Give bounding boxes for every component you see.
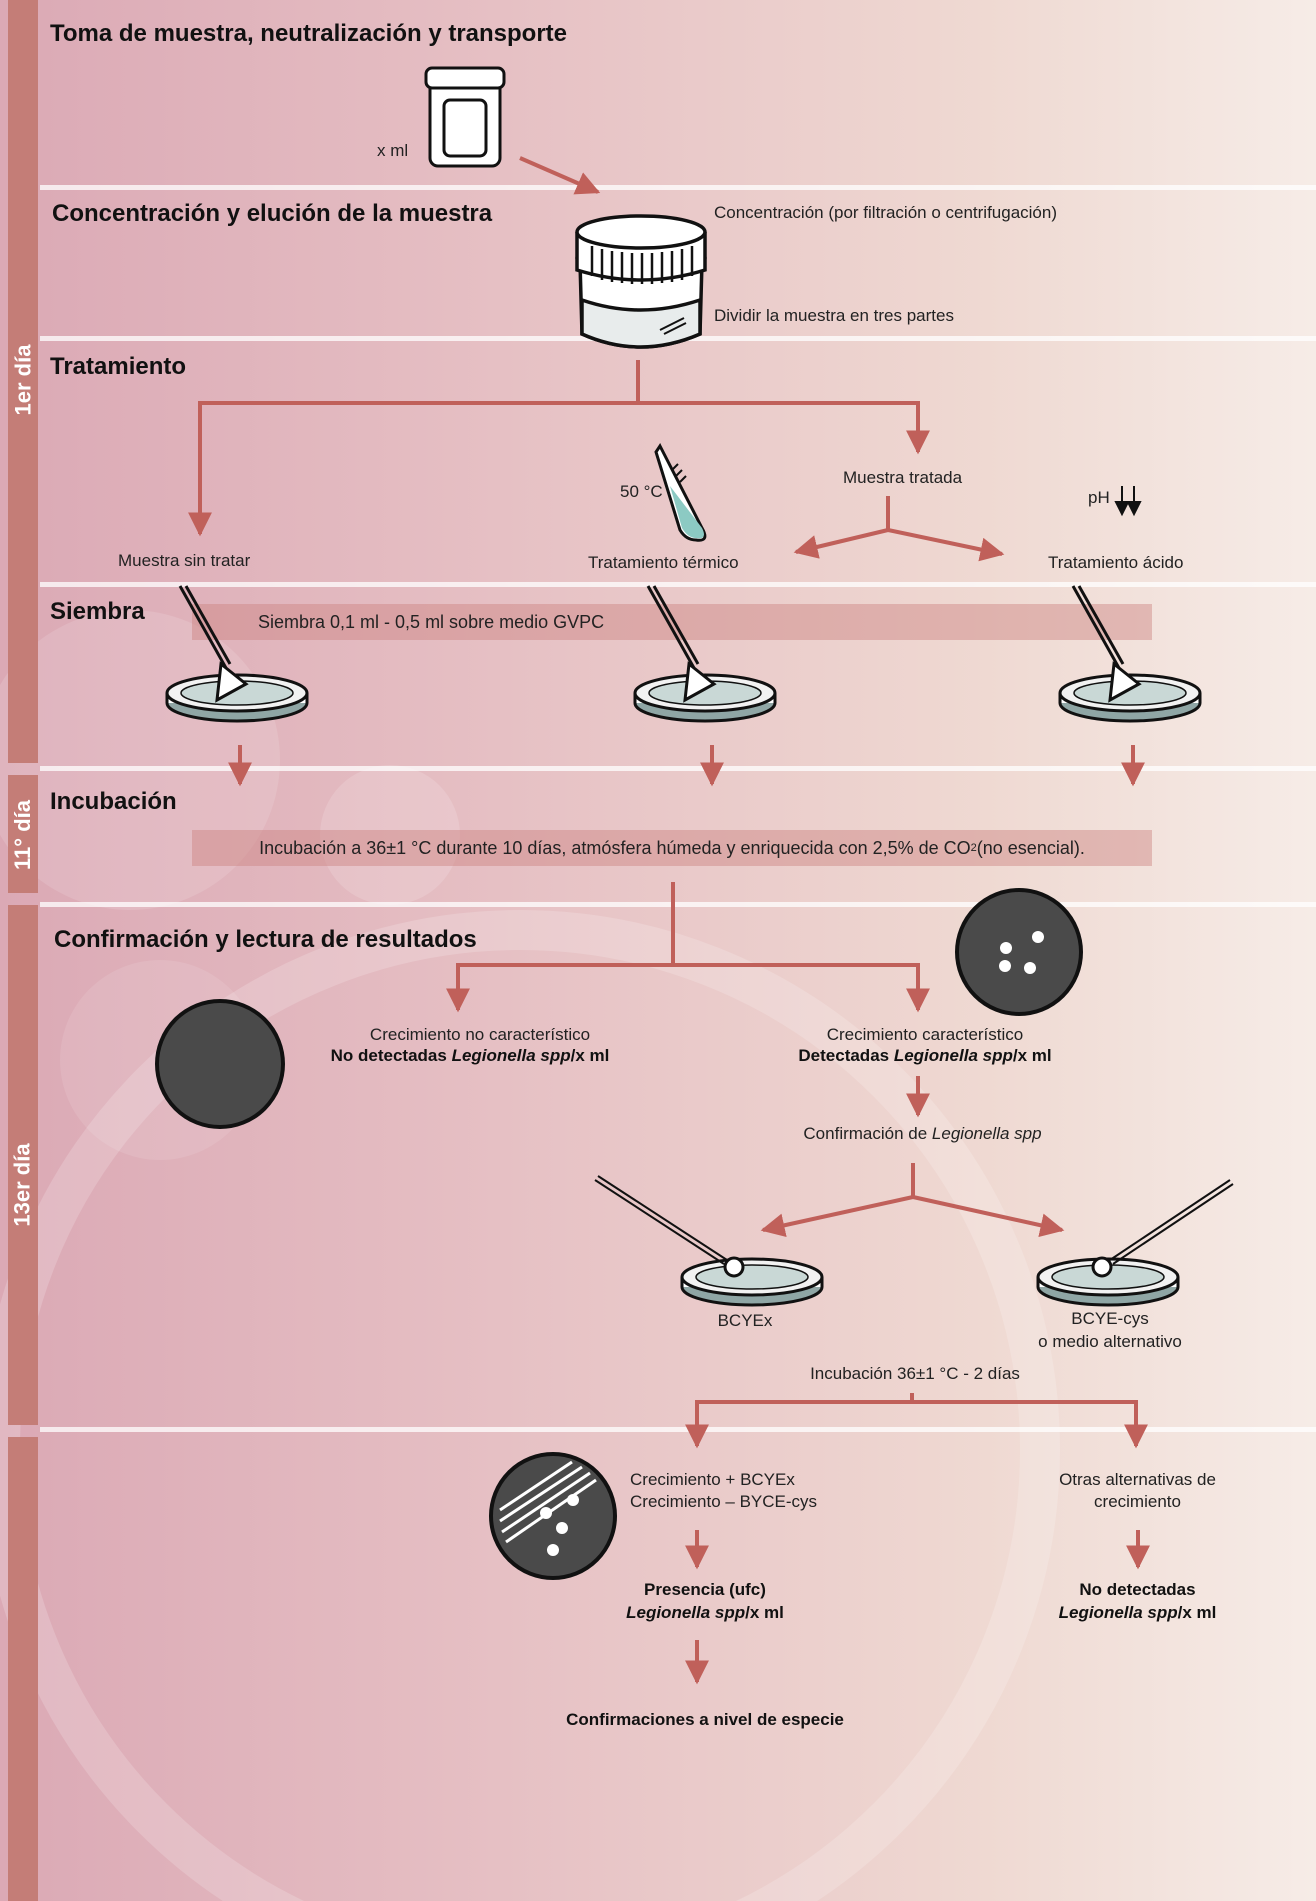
siembra-bar: Siembra 0,1 ml - 0,5 ml sobre medio GVPC	[192, 604, 1152, 640]
section-title-confirmacion: Confirmación y lectura de resultados	[54, 926, 477, 953]
label-concentracion: Concentración (por filtración o centrifu…	[714, 203, 1058, 222]
label-crec-si: Crecimiento característico	[826, 1025, 1024, 1044]
label-muestra-tratada: Muestra tratada	[843, 468, 963, 487]
label-confirmacion: Confirmación de Legionella spp	[803, 1124, 1042, 1143]
side-bar-day13	[8, 905, 38, 1425]
label-presencia-legionella: Legionella spp/x ml	[626, 1603, 784, 1622]
label-crecimiento: crecimiento	[1094, 1492, 1181, 1511]
section-title-toma: Toma de muestra, neutralización y transp…	[50, 20, 568, 47]
incubacion-bar: Incubación a 36±1 °C durante 10 días, at…	[192, 830, 1152, 866]
side-bar-final	[8, 1437, 38, 1901]
plate-no-growth-icon	[155, 999, 285, 1129]
label-ph: pH	[1088, 488, 1110, 507]
sample-jar-icon	[424, 66, 506, 168]
plate-streak-growth-icon	[489, 1452, 617, 1580]
concentration-container-icon	[575, 214, 707, 349]
label-otras: Otras alternativas de	[1059, 1470, 1216, 1489]
bcye-cys-plate-icon	[1036, 1179, 1234, 1307]
label-crec-no: Crecimiento no característico	[369, 1025, 591, 1044]
separator-3	[40, 582, 1316, 587]
label-crec-mas: Crecimiento + BCYEx	[630, 1470, 795, 1489]
petri-plate-2-icon	[633, 585, 777, 723]
arrow-to-termico	[793, 528, 889, 559]
arrow-split	[198, 360, 640, 534]
label-sin-tratar: Muestra sin tratar	[118, 551, 251, 570]
side-bar-day11	[8, 775, 38, 893]
side-bar-day1	[8, 0, 38, 763]
section-title-concentracion: Concentración y elución de la muestra	[52, 200, 493, 227]
label-no-detectadas-2-legionella: Legionella spp/x ml	[1058, 1603, 1217, 1622]
label-especie: Confirmaciones a nivel de especie	[566, 1710, 844, 1729]
label-termico: Tratamiento térmico	[588, 553, 739, 572]
separator-6	[40, 1427, 1316, 1432]
label-bcyex: BCYEx	[717, 1311, 773, 1330]
label-incub2: Incubación 36±1 °C - 2 días	[810, 1364, 1020, 1383]
arrow-toma	[519, 156, 601, 195]
label-xml: x ml	[377, 141, 409, 160]
label-no-detectadas: No detectadas Legionella spp/x ml	[330, 1046, 610, 1065]
plate-growth-icon	[955, 888, 1083, 1016]
ph-down-arrows-icon	[1114, 486, 1142, 517]
petri-plate-1-icon	[165, 585, 309, 723]
label-no-detectadas-2: No detectadas	[1079, 1580, 1196, 1599]
section-title-tratamiento: Tratamiento	[50, 353, 187, 380]
label-medio-alternativo: o medio alternativo	[1038, 1332, 1182, 1351]
separator-5	[40, 902, 1316, 907]
section-title-siembra: Siembra	[50, 598, 145, 625]
bcyex-plate-icon	[594, 1175, 824, 1307]
arrow-to-acido	[887, 528, 1005, 562]
section-title-incubacion: Incubación	[50, 788, 177, 815]
label-acido: Tratamiento ácido	[1048, 553, 1184, 572]
label-dividir: Dividir la muestra en tres partes	[714, 306, 954, 325]
label-detectadas: Detectadas Legionella spp/x ml	[798, 1046, 1052, 1065]
separator-4	[40, 766, 1316, 771]
label-bcye-cys: BCYE-cys	[1071, 1309, 1149, 1328]
label-presencia: Presencia (ufc)	[644, 1580, 766, 1599]
separator-1	[40, 185, 1316, 190]
label-temp50: 50 °C	[620, 482, 663, 501]
label-crec-menos: Crecimiento – BYCE-cys	[630, 1492, 818, 1511]
petri-plate-3-icon	[1058, 585, 1202, 723]
thermometer-icon	[654, 443, 707, 542]
